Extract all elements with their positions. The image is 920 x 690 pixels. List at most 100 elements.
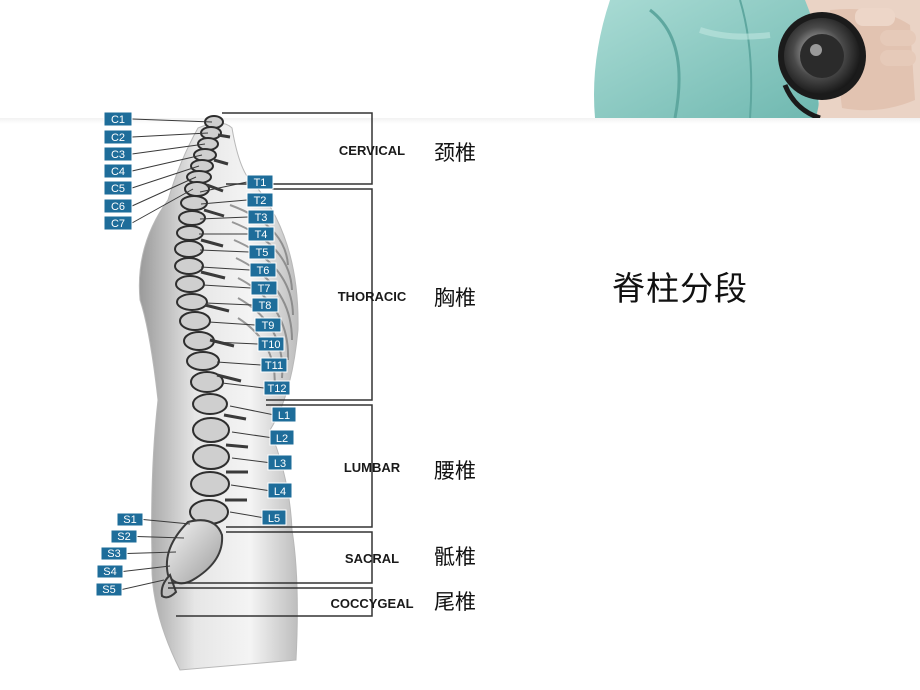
leader-lines	[121, 118, 273, 590]
vertebra-tag-box	[103, 129, 133, 145]
region-brackets	[168, 112, 373, 617]
cn-label-coccygeal: 尾椎	[434, 590, 476, 614]
vertebra-tag-l3: L3	[267, 454, 293, 471]
leader-line-c5	[131, 165, 200, 189]
vertebra-tag-c3: C3	[103, 146, 133, 162]
vertebra-tag-box	[260, 357, 288, 373]
vertebra-tag-box	[261, 509, 287, 526]
vertebra-tag-label: S1	[123, 514, 136, 526]
vertebra-tag-box	[267, 454, 293, 471]
vertebra-tag-label: C3	[111, 149, 125, 161]
vertebra-tag-box	[251, 297, 279, 313]
leader-line-t7	[202, 284, 252, 289]
vertebra-tag-box	[271, 406, 297, 423]
region-label-lumbar: LUMBAR	[344, 460, 401, 475]
vertebra-tag-box	[246, 174, 274, 190]
vertebra-tag-t10: T10	[257, 336, 285, 352]
leader-line-t2	[200, 199, 248, 205]
leader-line-l4	[230, 484, 269, 491]
vertebra-tag-c6: C6	[103, 198, 133, 214]
leader-line-t3	[199, 216, 249, 220]
vertebra-tag-label: T1	[254, 177, 267, 189]
vertebra-tag-label: T4	[255, 229, 268, 241]
vertebra-tag-label: T5	[256, 247, 269, 259]
leader-line-t5	[199, 249, 250, 253]
vertebra-tag-t9: T9	[254, 317, 282, 333]
vertebra-tag-label: C1	[111, 114, 125, 126]
vertebra-tag-label: L3	[274, 458, 286, 470]
vertebra-tag-box	[254, 317, 282, 333]
vertebra-tag-t11: T11	[260, 357, 288, 373]
leader-line-t11	[216, 361, 262, 366]
cn-label-thoracic: 胸椎	[434, 286, 476, 310]
vertebra-tag-label: T11	[265, 360, 283, 372]
vertebra-tag-label: L5	[268, 513, 280, 525]
vertebra-tag-label: T12	[268, 383, 287, 395]
leader-line-s3	[126, 551, 177, 554]
leader-line-s5	[121, 579, 165, 590]
leader-line-s1	[142, 519, 191, 525]
vertebra-tag-label: L1	[278, 410, 290, 422]
vertebra-tag-t4: T4	[247, 226, 275, 242]
vertebra-tag-t8: T8	[251, 297, 279, 313]
leader-line-t12	[221, 382, 265, 389]
leader-line-l3	[231, 457, 269, 463]
vertebra-tag-label: T2	[254, 195, 267, 207]
vertebra-tag-label: T9	[262, 320, 275, 332]
leader-line-c7	[131, 188, 194, 224]
leader-line-t10	[212, 341, 259, 345]
vertebra-tag-box	[267, 482, 293, 499]
vertebra-tag-label: L4	[274, 486, 286, 498]
region-label-thoracic: THORACIC	[338, 289, 407, 304]
vertebra-tag-label: T6	[257, 265, 270, 277]
vertebra-tag-t12: T12	[263, 380, 291, 396]
doctor-stethoscope-photo	[580, 0, 920, 118]
vertebra-tag-box	[250, 280, 278, 296]
slide-title: 脊柱分段	[612, 269, 748, 308]
vertebra-tag-box	[249, 262, 277, 278]
vertebra-tag-l2: L2	[269, 429, 295, 446]
vertebra-tag-box	[247, 226, 275, 242]
vertebra-tag-label: C4	[111, 166, 125, 178]
vertebra-tag-box	[103, 215, 133, 231]
region-label-sacral: SACRAL	[345, 551, 399, 566]
region-label-coccygeal: COCCYGEAL	[330, 596, 413, 611]
vertebra-tag-label: T8	[259, 300, 272, 312]
spinal-column	[174, 115, 230, 525]
vertebra-tag-s2: S2	[110, 529, 138, 544]
vertebra-tag-box	[100, 546, 128, 561]
vertebra-tag-label: S3	[107, 548, 120, 560]
leader-line-t6	[200, 266, 251, 271]
vertebra-tag-l5: L5	[261, 509, 287, 526]
leader-line-t9	[208, 321, 256, 326]
vertebra-tag-label: C6	[111, 201, 125, 213]
vertebra-tag-box	[269, 429, 295, 446]
leader-line-s2	[136, 536, 185, 539]
region-label-cervical: CERVICAL	[339, 143, 405, 158]
vertebra-tag-box	[103, 198, 133, 214]
sacrum	[166, 519, 224, 585]
coccyx	[160, 573, 178, 599]
vertebra-tag-t2: T2	[246, 192, 274, 208]
vertebra-tag-t5: T5	[248, 244, 276, 260]
vertebra-tag-label: S5	[102, 584, 115, 596]
vertebra-tag-label: T7	[258, 283, 271, 295]
region-labels: CERVICAL THORACIC LUMBAR SACRAL COCCYGEA…	[330, 143, 413, 611]
vertebra-tag-c4: C4	[103, 163, 133, 179]
leader-line-c6	[131, 176, 197, 207]
vertebra-tag-c1: C1	[103, 111, 133, 127]
vertebra-tag-label: L2	[276, 433, 288, 445]
vertebra-tag-label: T3	[255, 212, 268, 224]
vertebra-tag-s4: S4	[96, 564, 124, 579]
vertebra-tag-box	[257, 336, 285, 352]
cn-label-lumbar: 腰椎	[434, 459, 476, 483]
vertebra-tag-t6: T6	[249, 262, 277, 278]
vertebra-tag-l4: L4	[267, 482, 293, 499]
vertebra-tag-box	[246, 192, 274, 208]
vertebra-tag-c2: C2	[103, 129, 133, 145]
cn-label-sacral: 骶椎	[434, 545, 476, 569]
leader-line-t8	[205, 302, 253, 306]
vertebra-tag-box	[247, 209, 275, 225]
vertebra-tag-t3: T3	[247, 209, 275, 225]
